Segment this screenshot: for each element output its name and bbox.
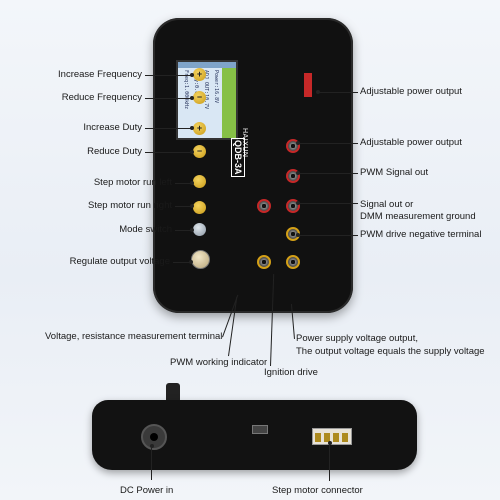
- label-supply-voltage-line1: Power supply voltage output,: [296, 333, 418, 344]
- label-pwm-signal-out: PWM Signal out: [360, 167, 429, 178]
- screen-line-1: Freq:1.000kHz: [183, 70, 189, 110]
- step-left-button[interactable]: [193, 175, 206, 188]
- power-switch[interactable]: [252, 425, 268, 434]
- label-increase-duty: Increase Duty: [83, 122, 142, 133]
- label-dc-power-in: DC Power in: [120, 485, 174, 496]
- label-pwm-negative: PWM drive negative terminal: [360, 229, 482, 240]
- label-step-right: Step motor run right: [88, 200, 172, 211]
- label-adjustable-output-1: Adjustable power output: [360, 86, 462, 97]
- reduce-duty-button[interactable]: −: [193, 145, 206, 158]
- screen-line-4: Power:16.8V: [213, 70, 219, 104]
- measurement-jack[interactable]: [257, 199, 271, 213]
- ignition-jack[interactable]: [257, 255, 271, 269]
- label-mode-switch: Mode switch: [119, 224, 172, 235]
- label-reduce-frequency: Reduce Frequency: [61, 92, 142, 103]
- label-step-motor-connector: Step motor connector: [272, 485, 363, 496]
- voltage-knob[interactable]: [191, 250, 210, 269]
- screen-line-3: ADJ OUT:10.7V: [203, 70, 209, 110]
- device-stand: [166, 383, 180, 404]
- supply-output-jack[interactable]: [286, 255, 300, 269]
- step-right-button[interactable]: [193, 201, 206, 214]
- power-output-terminal-block: [304, 73, 312, 97]
- reduce-frequency-button[interactable]: −: [193, 91, 206, 104]
- label-supply-voltage-line2: The output voltage equals the supply vol…: [296, 346, 485, 357]
- increase-frequency-button[interactable]: +: [193, 68, 206, 81]
- label-step-left: Step motor run left: [93, 177, 172, 188]
- device-front-panel: Freq:1.000kHz Duty:0.0% ADJ OUT:10.7V Po…: [153, 18, 353, 313]
- increase-duty-button[interactable]: +: [193, 122, 206, 135]
- label-pwm-indicator: PWM working indicator: [170, 357, 268, 368]
- label-regulate-voltage: Regulate output voltage: [69, 256, 170, 267]
- mode-switch-button[interactable]: [193, 223, 206, 236]
- label-increase-frequency: Increase Frequency: [58, 69, 142, 80]
- step-motor-connector[interactable]: [312, 428, 352, 445]
- label-ignition-drive: Ignition drive: [264, 367, 318, 378]
- dc-power-jack[interactable]: [141, 424, 167, 450]
- label-signal-out-line1: Signal out or: [360, 199, 414, 210]
- label-voltage-resistance: Voltage, resistance measurement terminal: [45, 331, 223, 342]
- label-adjustable-output-2: Adjustable power output: [360, 137, 462, 148]
- model-label: QDB-3A: [231, 138, 245, 177]
- label-reduce-duty: Reduce Duty: [87, 146, 142, 157]
- lcd-screen: Freq:1.000kHz Duty:0.0% ADJ OUT:10.7V Po…: [176, 60, 238, 140]
- screen-line-2: Duty:0.0%: [193, 70, 199, 98]
- label-signal-out-line2: DMM measurement ground: [360, 211, 476, 222]
